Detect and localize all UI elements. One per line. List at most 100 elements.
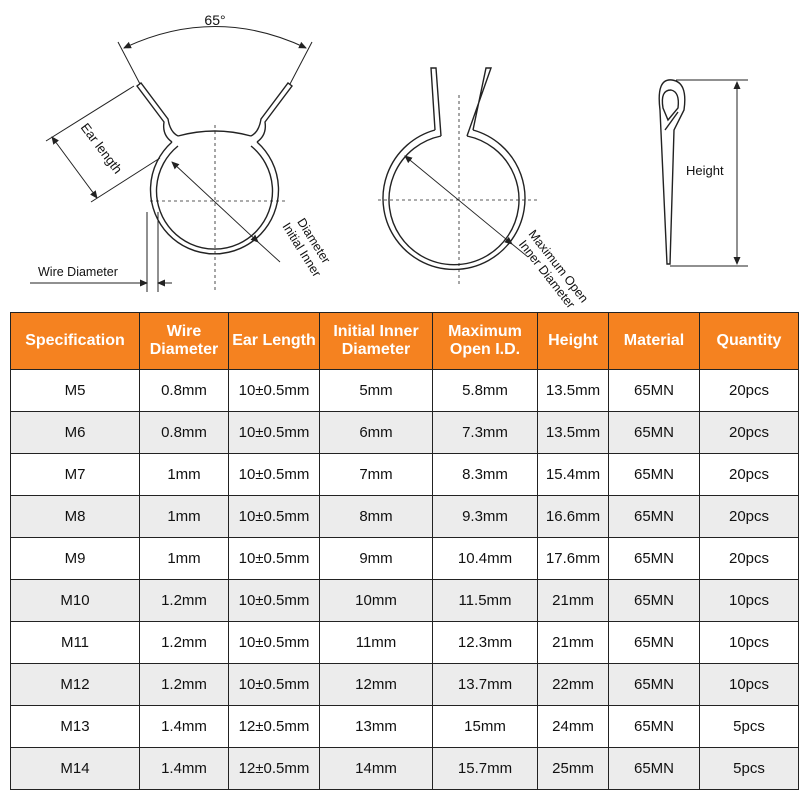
clamp-open-drawing xyxy=(378,67,540,285)
cell-max-open-id: 5.8mm xyxy=(432,369,538,412)
clamp-dimension-diagram: 65° Ear length Wire Diameter Initial Inn… xyxy=(30,12,748,311)
cell-wire-diameter: 1.2mm xyxy=(139,663,229,706)
table-header-row: Specification Wire Diameter Ear Length I… xyxy=(10,312,799,370)
cell-quantity: 20pcs xyxy=(699,411,799,454)
cell-material: 65MN xyxy=(608,747,700,790)
cell-material: 65MN xyxy=(608,411,700,454)
cell-max-open-id: 8.3mm xyxy=(432,453,538,496)
cell-height: 25mm xyxy=(537,747,609,790)
cell-specification: M13 xyxy=(10,705,140,748)
cell-specification: M14 xyxy=(10,747,140,790)
header-wire-diameter: Wire Diameter xyxy=(139,312,229,370)
cell-specification: M10 xyxy=(10,579,140,622)
cell-wire-diameter: 1.4mm xyxy=(139,747,229,790)
cell-wire-diameter: 1mm xyxy=(139,495,229,538)
cell-initial-inner-diameter: 12mm xyxy=(319,663,433,706)
cell-quantity: 5pcs xyxy=(699,705,799,748)
cell-max-open-id: 11.5mm xyxy=(432,579,538,622)
cell-max-open-id: 15mm xyxy=(432,705,538,748)
cell-material: 65MN xyxy=(608,537,700,580)
header-quantity: Quantity xyxy=(699,312,799,370)
cell-height: 24mm xyxy=(537,705,609,748)
cell-specification: M12 xyxy=(10,663,140,706)
cell-wire-diameter: 1mm xyxy=(139,537,229,580)
cell-height: 22mm xyxy=(537,663,609,706)
wire-diameter-label: Wire Diameter xyxy=(38,265,118,279)
cell-wire-diameter: 1.2mm xyxy=(139,621,229,664)
cell-specification: M7 xyxy=(10,453,140,496)
ear-length-label: Ear length xyxy=(78,120,126,176)
cell-quantity: 20pcs xyxy=(699,369,799,412)
cell-initial-inner-diameter: 9mm xyxy=(319,537,433,580)
cell-initial-inner-diameter: 8mm xyxy=(319,495,433,538)
cell-material: 65MN xyxy=(608,621,700,664)
cell-material: 65MN xyxy=(608,495,700,538)
cell-material: 65MN xyxy=(608,663,700,706)
cell-max-open-id: 7.3mm xyxy=(432,411,538,454)
cell-height: 17.6mm xyxy=(537,537,609,580)
cell-wire-diameter: 0.8mm xyxy=(139,411,229,454)
cell-ear-length: 10±0.5mm xyxy=(228,495,320,538)
cell-ear-length: 12±0.5mm xyxy=(228,705,320,748)
cell-max-open-id: 13.7mm xyxy=(432,663,538,706)
cell-ear-length: 10±0.5mm xyxy=(228,663,320,706)
cell-material: 65MN xyxy=(608,453,700,496)
clamp-initial-drawing xyxy=(136,82,293,292)
header-max-open-id: Maximum Open I.D. xyxy=(432,312,538,370)
cell-ear-length: 10±0.5mm xyxy=(228,537,320,580)
cell-quantity: 10pcs xyxy=(699,663,799,706)
header-specification: Specification xyxy=(10,312,140,370)
cell-material: 65MN xyxy=(608,369,700,412)
clamp-side-drawing xyxy=(658,79,686,265)
cell-quantity: 10pcs xyxy=(699,621,799,664)
cell-quantity: 20pcs xyxy=(699,495,799,538)
cell-initial-inner-diameter: 13mm xyxy=(319,705,433,748)
cell-ear-length: 12±0.5mm xyxy=(228,747,320,790)
height-label: Height xyxy=(686,163,724,178)
cell-max-open-id: 10.4mm xyxy=(432,537,538,580)
cell-specification: M6 xyxy=(10,411,140,454)
cell-initial-inner-diameter: 14mm xyxy=(319,747,433,790)
cell-initial-inner-diameter: 7mm xyxy=(319,453,433,496)
cell-ear-length: 10±0.5mm xyxy=(228,369,320,412)
cell-max-open-id: 9.3mm xyxy=(432,495,538,538)
cell-quantity: 20pcs xyxy=(699,537,799,580)
cell-specification: M11 xyxy=(10,621,140,664)
cell-height: 13.5mm xyxy=(537,411,609,454)
header-material: Material xyxy=(608,312,700,370)
cell-specification: M8 xyxy=(10,495,140,538)
cell-initial-inner-diameter: 10mm xyxy=(319,579,433,622)
cell-height: 13.5mm xyxy=(537,369,609,412)
height-dimension xyxy=(670,79,748,267)
cell-material: 65MN xyxy=(608,705,700,748)
cell-wire-diameter: 1mm xyxy=(139,453,229,496)
cell-quantity: 5pcs xyxy=(699,747,799,790)
cell-ear-length: 10±0.5mm xyxy=(228,411,320,454)
cell-initial-inner-diameter: 6mm xyxy=(319,411,433,454)
cell-quantity: 10pcs xyxy=(699,579,799,622)
cell-wire-diameter: 0.8mm xyxy=(139,369,229,412)
cell-max-open-id: 15.7mm xyxy=(432,747,538,790)
header-initial-inner-diameter: Initial Inner Diameter xyxy=(319,312,433,370)
cell-ear-length: 10±0.5mm xyxy=(228,579,320,622)
cell-height: 21mm xyxy=(537,621,609,664)
header-height: Height xyxy=(537,312,609,370)
cell-specification: M9 xyxy=(10,537,140,580)
cell-max-open-id: 12.3mm xyxy=(432,621,538,664)
cell-initial-inner-diameter: 5mm xyxy=(319,369,433,412)
cell-initial-inner-diameter: 11mm xyxy=(319,621,433,664)
wire-diameter-dimension xyxy=(30,212,172,292)
cell-wire-diameter: 1.4mm xyxy=(139,705,229,748)
cell-quantity: 20pcs xyxy=(699,453,799,496)
angle-label: 65° xyxy=(204,12,225,28)
